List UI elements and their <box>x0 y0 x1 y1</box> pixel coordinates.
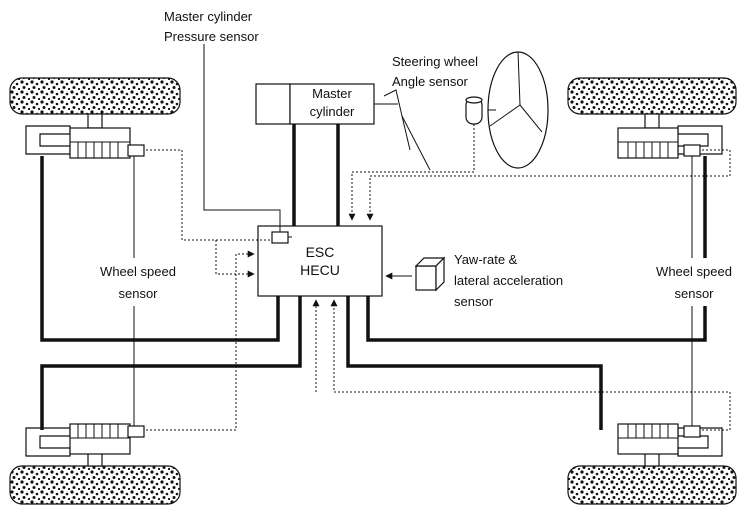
wheel-hub-rear-left <box>25 423 145 467</box>
mc-pressure-label-2: Pressure sensor <box>164 29 259 44</box>
wheel-speed-left-label-2: sensor <box>118 286 158 301</box>
mc-pressure-label-1: Master cylinder <box>164 9 253 24</box>
wheel-speed-right-label-1: Wheel speed <box>656 264 732 279</box>
hydraulic-brake-lines <box>40 124 707 430</box>
master-cylinder-label-1: Master <box>312 86 352 101</box>
wheel-speed-sensor-front-left <box>127 144 145 157</box>
wheel-speed-sensor-rear-left <box>127 425 145 438</box>
wheel-hub-rear-right <box>617 423 723 467</box>
tire-rear-left <box>9 465 181 505</box>
pressure-sensor-box <box>271 231 289 244</box>
hecu-label: HECU <box>300 262 340 278</box>
signal-lines <box>146 124 731 431</box>
yaw-rate-sensor <box>414 256 446 292</box>
tire-rear-right <box>567 465 737 505</box>
wheel-speed-sensor-rear-right <box>683 425 701 438</box>
wheel-speed-right-label-2: sensor <box>674 286 714 301</box>
right-label-mask <box>648 258 742 306</box>
master-cylinder-label-2: cylinder <box>310 104 355 119</box>
wheel-hub-front-left <box>25 113 145 159</box>
wheel-hub-front-right <box>617 113 723 159</box>
steering-label-1: Steering wheel <box>392 54 478 69</box>
yaw-label-1: Yaw-rate & <box>454 252 518 267</box>
esc-label: ESC <box>306 244 335 260</box>
steering-wheel <box>487 51 549 169</box>
master-cylinder <box>255 83 431 171</box>
pressure-sensor-leader <box>203 44 281 232</box>
wheel-speed-sensor-front-right <box>683 144 701 157</box>
steering-label-2: Angle sensor <box>392 74 469 89</box>
tire-front-right <box>567 77 737 115</box>
tire-front-left <box>9 77 181 115</box>
steering-angle-sensor <box>465 96 483 125</box>
left-label-mask <box>90 258 186 306</box>
yaw-label-2: lateral acceleration <box>454 273 563 288</box>
wheel-speed-left-label-1: Wheel speed <box>100 264 176 279</box>
yaw-label-3: sensor <box>454 294 494 309</box>
